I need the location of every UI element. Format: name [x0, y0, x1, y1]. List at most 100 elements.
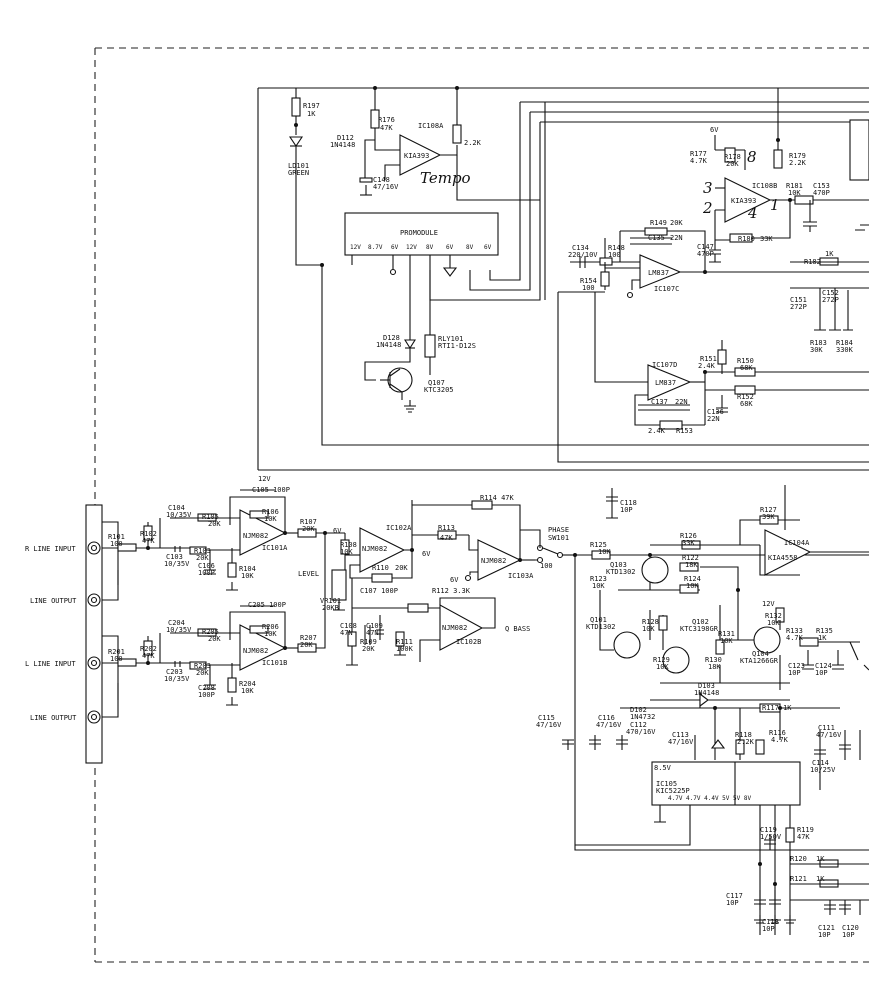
c104-label: C104 — [168, 504, 185, 512]
r148-label: R148 — [608, 244, 625, 252]
r151-label: R151 — [700, 355, 717, 363]
r178-label: R178 — [724, 153, 741, 161]
c112-value: 470/16V — [626, 728, 656, 736]
v6-label-2: 6V — [422, 550, 431, 558]
ic108a-part: KIA393 — [404, 152, 429, 160]
pin2-handwritten: 2 — [702, 199, 713, 217]
r124-label: R124 — [684, 575, 701, 583]
r154-label: R154 — [580, 277, 597, 285]
junction-dots — [146, 531, 782, 886]
c108-label: C108 — [340, 622, 357, 630]
c204-value: 10/35V — [166, 626, 192, 634]
pin3-handwritten: 3 — [703, 179, 713, 197]
r149-label: R149 — [650, 219, 667, 227]
r197-value: 1K — [307, 110, 316, 118]
vr101-label: VR101 — [320, 597, 341, 605]
r184-value: 330K — [836, 346, 854, 354]
rly101-value: RTI1-D12S — [438, 342, 476, 350]
phase-switch[interactable]: PHASE SW101 100 — [411, 500, 575, 570]
ic107c-label: IC107C — [654, 285, 679, 293]
d103-label: D103 — [698, 682, 715, 690]
r180-label: R180 — [738, 235, 755, 243]
c117-label: C117 — [726, 892, 743, 900]
r110-label: R110 — [372, 564, 389, 572]
c120-value: 10P — [842, 931, 855, 939]
r116-value: 4.7K — [771, 736, 789, 744]
q104-label: Q104 — [752, 650, 769, 658]
r149-value: 20K — [670, 219, 683, 227]
pin1-handwritten: 1 — [770, 196, 780, 214]
phase-label: PHASE — [548, 526, 569, 534]
r148-value: 100 — [608, 251, 621, 259]
r177-label: R177 — [690, 150, 707, 158]
tempo-handwritten: Tempo — [420, 169, 471, 187]
q103-label: Q103 — [610, 561, 627, 569]
c135-label: C135 — [648, 234, 665, 242]
r204-value: 10K — [241, 687, 254, 695]
r123-label: R123 — [590, 575, 607, 583]
r122-value: 18K — [685, 561, 698, 569]
q104-value: KTA1266GR — [740, 657, 779, 665]
d112-value: 1N4148 — [330, 141, 355, 149]
ic101b-part: NJM082 — [243, 647, 268, 655]
c136-value: 22N — [707, 415, 720, 423]
ic101b-label: IC101B — [262, 659, 287, 667]
c117-value: 10P — [726, 899, 739, 907]
c208-label: C208 — [198, 684, 215, 692]
c134-label: C134 — [572, 244, 589, 252]
r102-value: 47K — [142, 537, 155, 545]
r205-label: R205 — [202, 628, 219, 636]
c137-value: 22N — [675, 398, 688, 406]
vr101-value: 20KB — [322, 604, 339, 612]
r109-label: R109 — [360, 638, 377, 646]
promodule-pin-7: 8V — [466, 244, 474, 251]
r118-value: 2.2K — [737, 738, 755, 746]
c118-label: C118 — [620, 499, 637, 507]
c114-value: 10/25V — [810, 766, 836, 774]
c109-value: 47N — [366, 629, 379, 637]
r128-label: R128 — [642, 618, 659, 626]
ic105-label: IC105 — [656, 780, 677, 788]
ic107c-block: R149 20K C135 22N C134 220/10V R148 100 … — [558, 219, 869, 354]
r104-label: R104 — [239, 565, 256, 573]
r109-value: 20K — [362, 645, 375, 653]
promodule-pin-4: 12V — [406, 244, 417, 251]
d102-value: 1N4732 — [630, 713, 655, 721]
r130-label: R130 — [705, 656, 722, 664]
ic107d-part: LM837 — [655, 379, 676, 387]
ic107d-label: IC107D — [652, 361, 677, 369]
r113-label: R113 — [438, 524, 455, 532]
pin8-handwritten: 8 — [747, 148, 757, 166]
r120-label: R120 — [790, 855, 807, 863]
jack-panel: R LINE INPUT LINE OUTPUT L LINE INPUT LI… — [25, 504, 200, 764]
r203-value: 20K — [196, 669, 209, 677]
ic102a-part: NJM082 — [362, 545, 387, 553]
c118-value: 10P — [620, 506, 633, 514]
c203-label: C203 — [166, 668, 183, 676]
r151-value: 2.4K — [698, 362, 716, 370]
r122-label: R122 — [682, 554, 699, 562]
c113-label: C113 — [672, 731, 689, 739]
d103-value: 1N4148 — [694, 689, 719, 697]
r153-value: 2.4K — [648, 427, 666, 435]
c121-label: C121 — [818, 924, 835, 932]
ic105-bottom-pins: 4.7V 4.7V 4.4V 5V 5V 8V — [668, 795, 751, 802]
ic102b-block: C108 47N C109 47N C107 100P R112 3.3K R1… — [340, 578, 530, 666]
r206-value: 10K — [264, 630, 277, 638]
pin4-handwritten: 4 — [747, 204, 758, 222]
bass-circuit-block: C118 10P — [536, 485, 869, 851]
r102-label: R102 — [140, 530, 157, 538]
c113-value: 47/16V — [668, 738, 694, 746]
c148-value: 47/16V — [373, 183, 399, 191]
r112-label: R112 3.3K — [432, 587, 471, 595]
phase-value: 100 — [540, 562, 553, 570]
c103-value: 10/35V — [164, 560, 190, 568]
c115-value: 47/16V — [536, 721, 562, 729]
r113-value: 47K — [440, 534, 453, 542]
ic102a-label: IC102A — [386, 524, 412, 532]
r127-label: R127 — [760, 506, 777, 514]
led-column: R197 1K LD101 GREEN — [288, 88, 324, 267]
c136-label: C136 — [707, 408, 724, 416]
c148-label: C148 — [373, 176, 390, 184]
